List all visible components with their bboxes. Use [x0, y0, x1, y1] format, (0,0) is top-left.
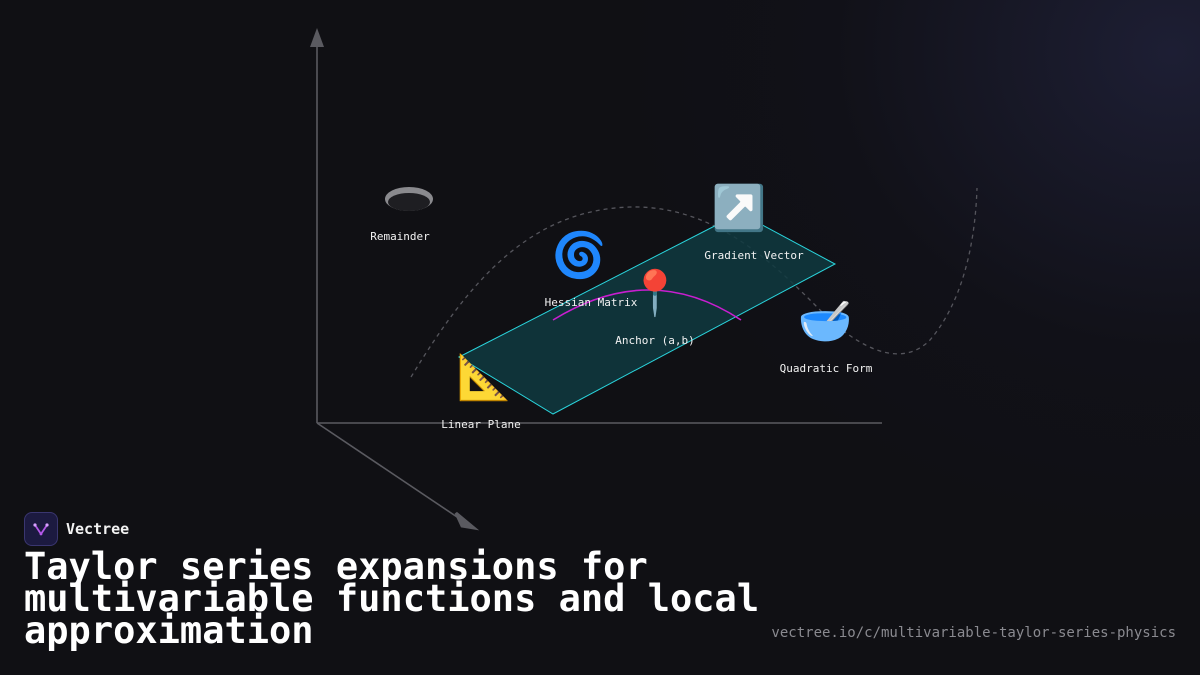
brand: Vectree	[24, 512, 129, 546]
node-label-gradient-vector: Gradient Vector	[704, 249, 804, 262]
y-axis	[316, 422, 467, 524]
function-curve	[410, 187, 978, 378]
vectree-logo-icon	[24, 512, 58, 546]
node-label-hessian-matrix: Hessian Matrix	[544, 296, 638, 309]
triangular-ruler-icon: 📐	[456, 352, 512, 403]
page-title: Taylor series expansions for multivariab…	[24, 545, 760, 652]
tangent-plane	[457, 212, 837, 415]
quadratic-arc	[552, 289, 742, 321]
cyclone-icon: 🌀	[551, 230, 607, 281]
round-pushpin-icon: 📍	[627, 268, 683, 319]
node-label-remainder: Remainder	[370, 230, 430, 243]
z-axis-arrow-icon	[310, 28, 324, 47]
source-url[interactable]: vectree.io/c/multivariable-taylor-series…	[771, 625, 1176, 641]
hole-icon	[385, 187, 433, 211]
node-label-linear-plane: Linear Plane	[441, 418, 521, 431]
y-axis-arrow-icon	[454, 511, 480, 531]
brand-name: Vectree	[66, 520, 130, 538]
node-label-anchor: Anchor (a,b)	[615, 334, 695, 347]
node-label-quadratic-form: Quadratic Form	[779, 362, 873, 375]
up-right-arrow-icon: ↗️	[711, 183, 767, 234]
bowl-with-spoon-icon: 🥣	[797, 296, 853, 347]
